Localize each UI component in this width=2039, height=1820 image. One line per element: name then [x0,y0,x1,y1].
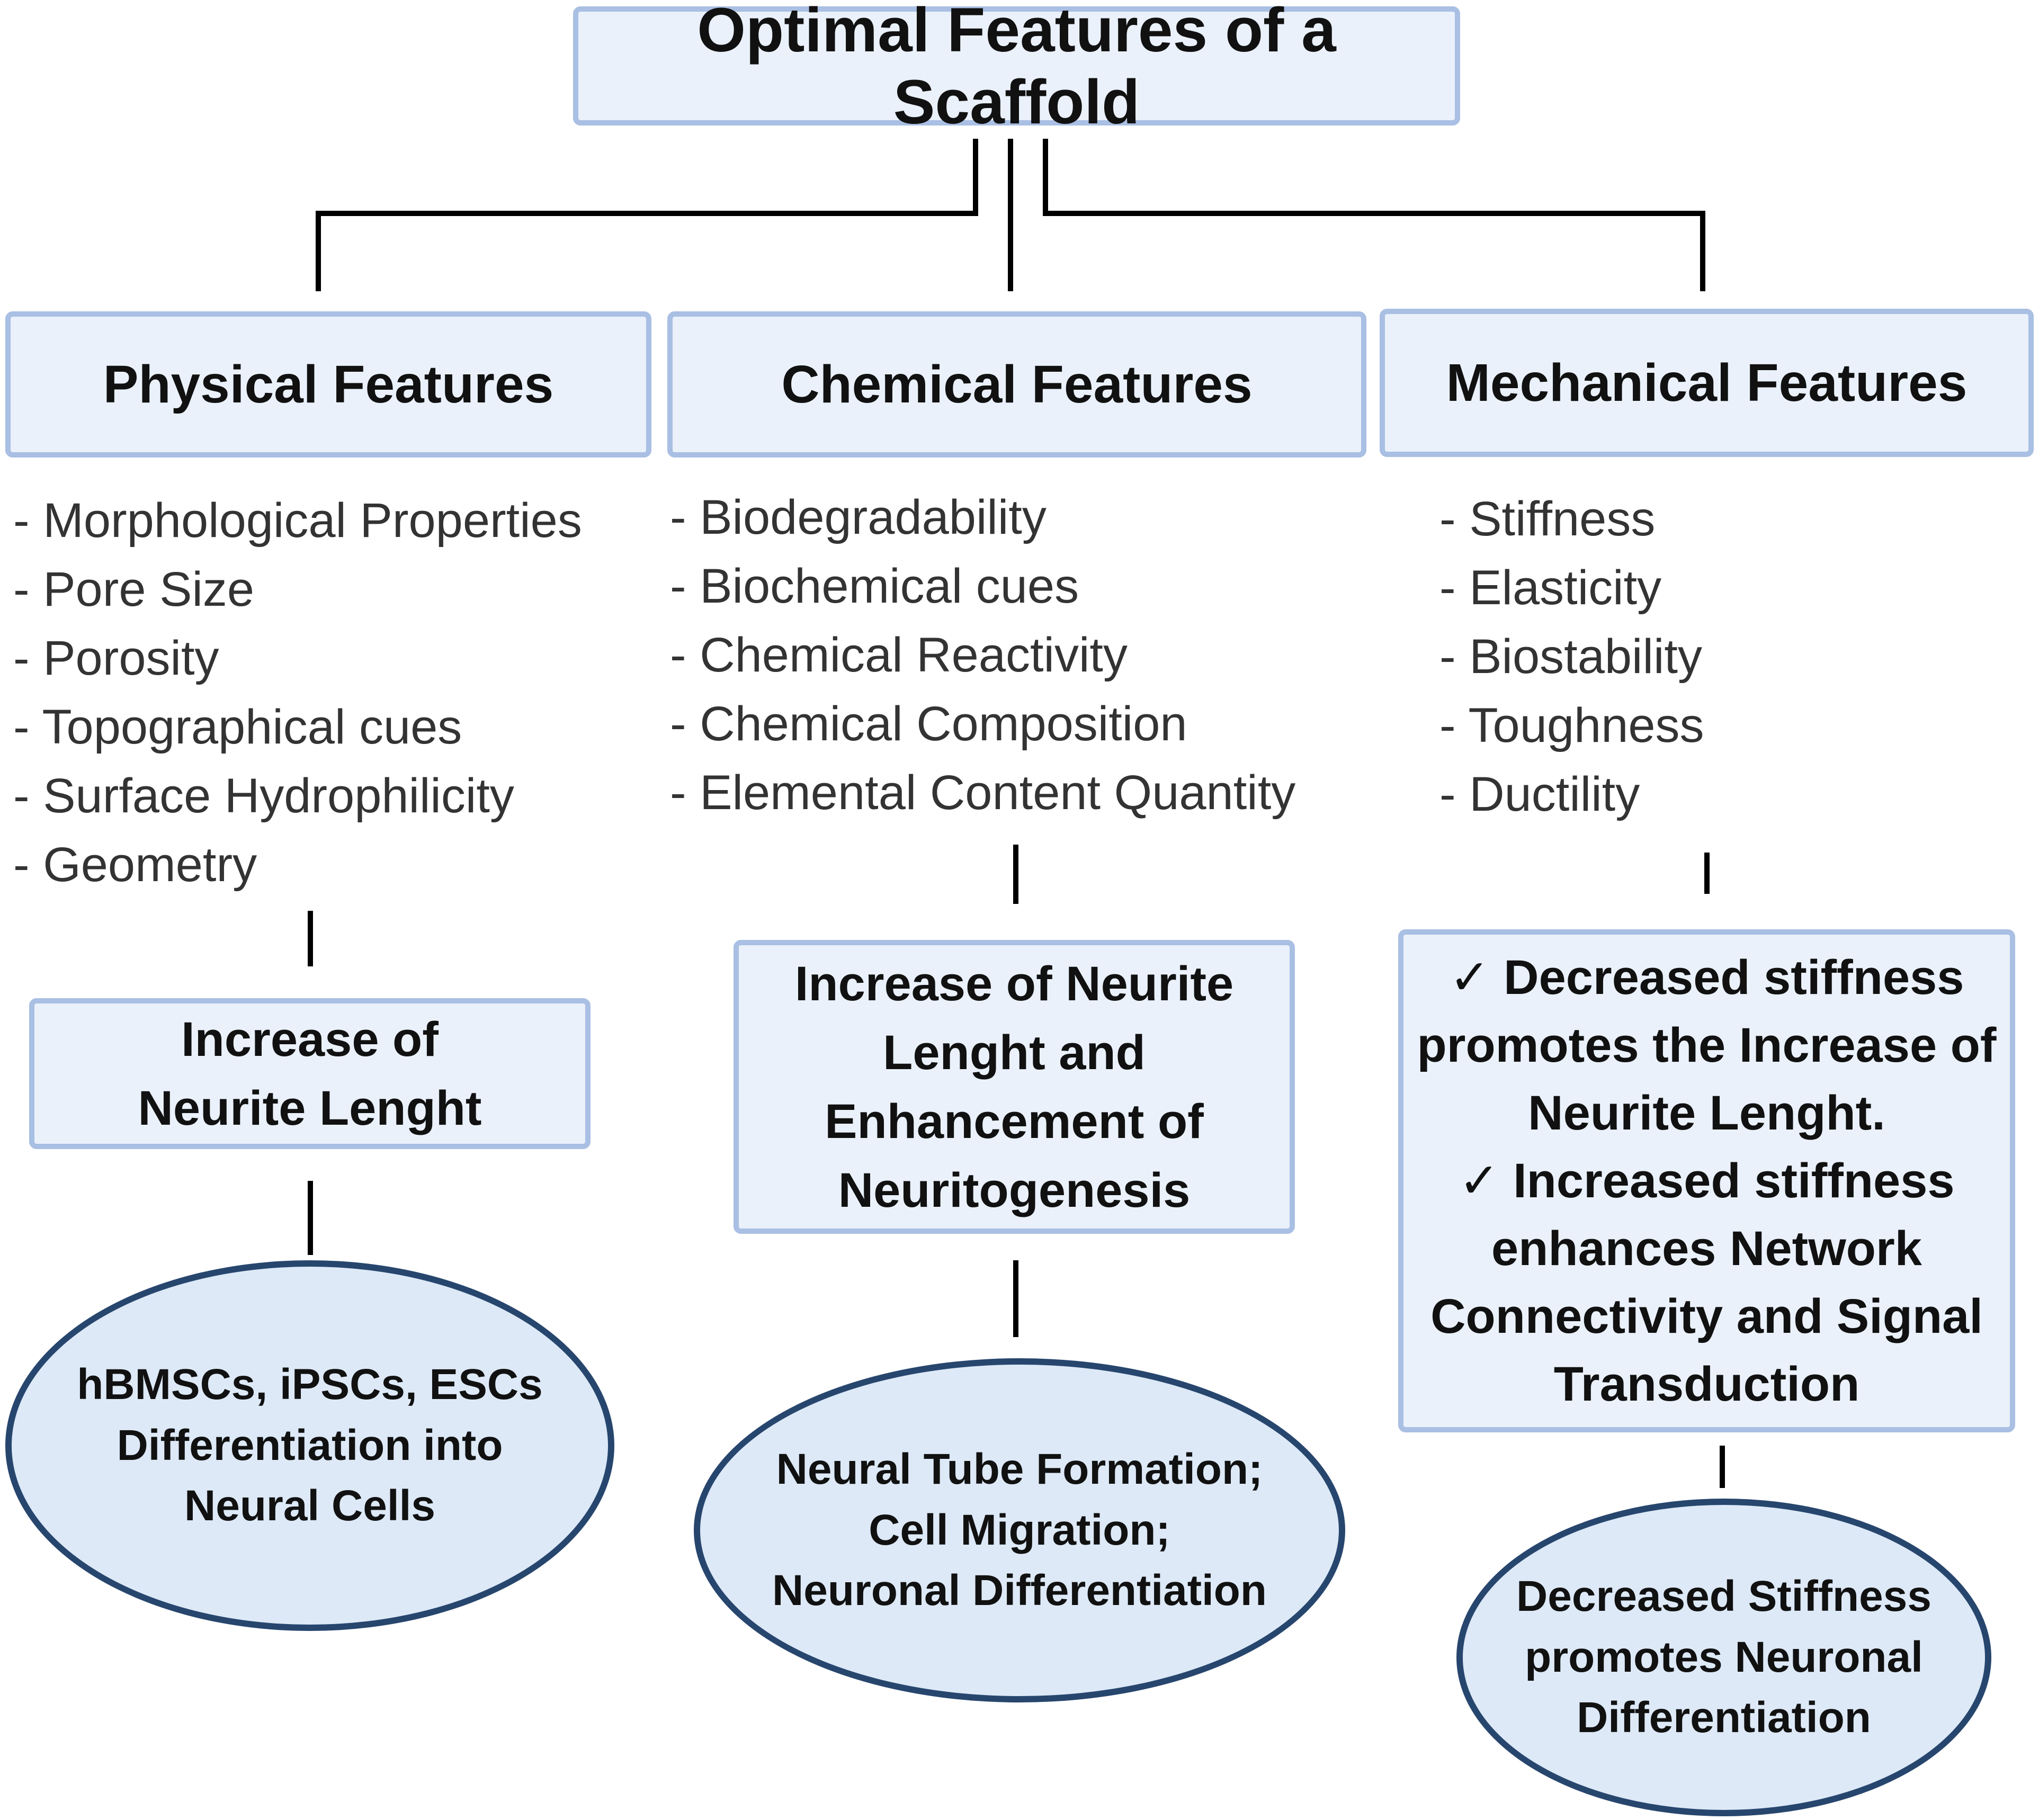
effect-line: promotes the Increase of [1417,1018,1997,1072]
connector-physical-effect-outcome [308,1181,313,1255]
connector-physical-list-effect [308,911,313,966]
mechanical-effect-box: ✓ Decreased stiffness promotes the Incre… [1398,929,2015,1432]
list-item: - Biochemical cues [670,559,1079,613]
outcome-line: Differentiation into [117,1421,503,1469]
list-item: - Chemical Composition [670,697,1187,751]
mechanical-features-list: - Stiffness - Elasticity - Biostability … [1439,485,1704,829]
outcome-line: promotes Neuronal [1525,1633,1923,1681]
list-item: - Pore Size [13,562,255,616]
mechanical-features-heading: Mechanical Features [1380,309,2034,457]
connector-title-right [1043,139,1048,216]
list-item: - Biostability [1439,630,1702,684]
list-item: - Stiffness [1439,492,1656,546]
outcome-line: hBMSCs, iPSCs, ESCs [77,1360,543,1409]
effect-line: Increase of Neurite [794,956,1234,1011]
effect-line: Neuritogenesis [838,1163,1191,1217]
connector-title-left [973,139,978,216]
list-item: - Geometry [13,838,257,892]
connector-right-horizontal [1043,211,1705,216]
chemical-effect-box: Increase of Neurite Lenght and Enhanceme… [734,940,1295,1234]
connector-chemical-list-effect [1013,845,1018,904]
chemical-features-list: - Biodegradability - Biochemical cues - … [670,483,1295,827]
diagram-title: Optimal Features of a Scaffold [573,0,1460,137]
connector-chemical-effect-outcome [1013,1260,1018,1337]
list-item: - Topographical cues [13,700,462,754]
list-item: - Surface Hydrophilicity [13,769,514,823]
effect-line: enhances Network [1491,1222,1922,1276]
connector-left-drop [316,211,321,291]
effect-line: Neurite Lenght. [1528,1086,1885,1140]
chemical-features-heading: Chemical Features [667,311,1366,458]
effect-line: Increase of [181,1012,439,1066]
outcome-line: Neural Tube Formation; [776,1445,1263,1493]
physical-effect-box: Increase of Neurite Lenght [29,998,591,1149]
effect-line: Enhancement of [825,1094,1204,1149]
outcome-line: Neural Cells [184,1482,435,1530]
outcome-line: Differentiation [1577,1693,1871,1742]
effect-line: Transduction [1553,1357,1860,1411]
physical-features-list: - Morphological Properties - Pore Size -… [13,486,582,899]
effect-line: Connectivity and Signal [1430,1289,1983,1343]
outcome-line: Neuronal Differentiation [772,1566,1267,1615]
chemical-outcome-oval: Neural Tube Formation; Cell Migration; N… [694,1358,1345,1702]
effect-line: Neurite Lenght [138,1081,482,1135]
physical-features-heading: Physical Features [5,311,651,458]
mechanical-outcome-oval: Decreased Stiffness promotes Neuronal Di… [1456,1499,1991,1816]
physical-outcome-oval: hBMSCs, iPSCs, ESCs Differentiation into… [5,1260,614,1631]
list-item: - Elasticity [1439,561,1662,615]
list-item: - Ductility [1439,767,1640,821]
connector-right-drop [1700,211,1705,291]
outcome-line: Cell Migration; [869,1505,1170,1554]
connector-center [1008,139,1013,291]
list-item: - Biodegradability [670,490,1047,544]
effect-line: Lenght and [883,1025,1146,1080]
connector-mechanical-effect-outcome [1720,1446,1725,1488]
list-item: - Elemental Content Quantity [670,766,1296,820]
list-item: - Toughness [1439,698,1704,752]
effect-line: ✓ Decreased stiffness [1449,951,1964,1005]
connector-mechanical-list-effect [1704,853,1710,894]
list-item: - Morphological Properties [13,494,582,548]
connector-left-horizontal [316,211,978,216]
effect-line: ✓ Increased stiffness [1459,1154,1955,1208]
list-item: - Chemical Reactivity [670,628,1128,682]
list-item: - Porosity [13,631,219,685]
outcome-line: Decreased Stiffness [1516,1572,1931,1620]
